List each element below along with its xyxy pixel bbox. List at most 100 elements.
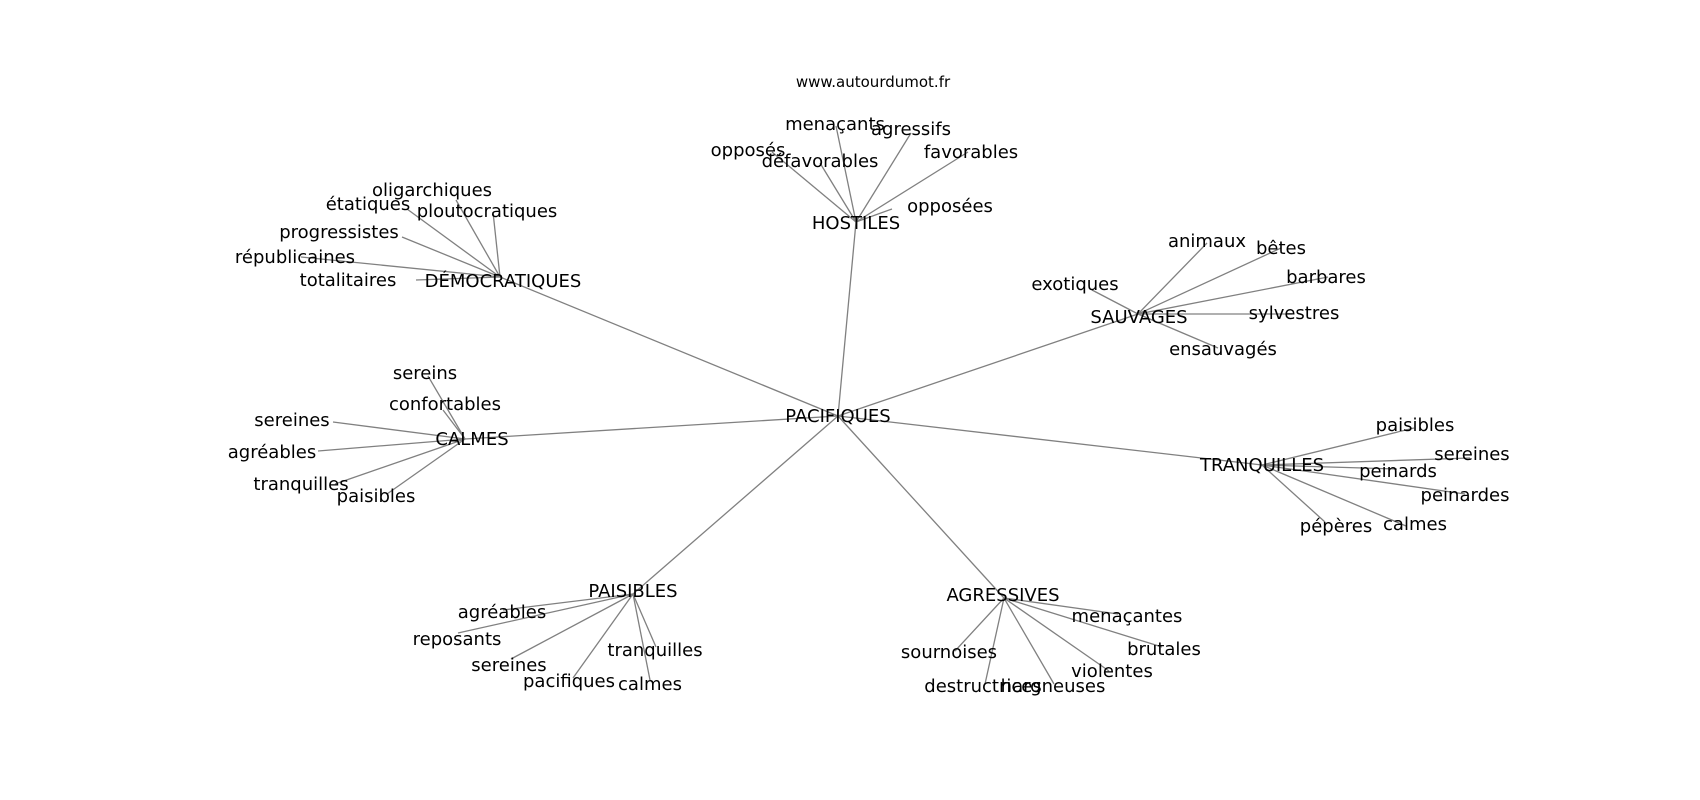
leaf-node-tranquilles-1: sereines bbox=[1434, 444, 1509, 465]
leaf-node-paisibles-1: reposants bbox=[413, 629, 502, 650]
hub-node-paisibles: PAISIBLES bbox=[588, 581, 677, 602]
edge-center-agressives bbox=[837, 415, 1005, 599]
leaf-node-sauvages-3: exotiques bbox=[1031, 274, 1118, 295]
edge-sauvages-2 bbox=[1137, 276, 1329, 315]
edge-agressives-5 bbox=[1003, 597, 1055, 685]
edge-democratiques-5 bbox=[415, 276, 501, 281]
edge-democratiques-0 bbox=[455, 199, 501, 278]
leaf-node-calmes-2: sereines bbox=[254, 410, 329, 431]
edge-sauvages-0 bbox=[1137, 242, 1208, 315]
leaf-node-tranquilles-2: peinards bbox=[1359, 461, 1437, 482]
edge-agressives-1 bbox=[1003, 597, 1163, 648]
edge-hostiles-0 bbox=[835, 125, 857, 223]
edge-center-tranquilles bbox=[837, 415, 1263, 466]
watermark: www.autourdumot.fr bbox=[796, 73, 951, 91]
hub-node-democratiques: DÉMOCRATIQUES bbox=[425, 270, 582, 292]
edge-paisibles-4 bbox=[632, 593, 657, 648]
edge-democratiques-2 bbox=[492, 211, 501, 278]
edge-tranquilles-0 bbox=[1261, 427, 1415, 466]
leaf-node-democratiques-5: totalitaires bbox=[300, 270, 397, 291]
edges bbox=[300, 125, 1471, 685]
edge-center-hostiles bbox=[837, 221, 857, 417]
edge-tranquilles-2 bbox=[1261, 464, 1398, 470]
labels: PACIFIQUES DÉMOCRATIQUES oligarchiquesétat… bbox=[228, 114, 1510, 697]
edge-democratiques-3 bbox=[401, 236, 501, 278]
leaf-node-hostiles-4: favorables bbox=[924, 142, 1018, 163]
edge-center-sauvages bbox=[837, 313, 1139, 417]
leaf-node-agressives-1: brutales bbox=[1127, 639, 1201, 660]
leaf-node-sauvages-1: bêtes bbox=[1256, 238, 1306, 259]
edge-sauvages-1 bbox=[1137, 247, 1282, 315]
edge-paisibles-3 bbox=[572, 593, 634, 679]
leaf-node-hostiles-3: défavorables bbox=[762, 151, 879, 172]
edge-center-calmes bbox=[464, 415, 839, 440]
hub-node-tranquilles: TRANQUILLES bbox=[1199, 455, 1324, 476]
edge-calmes-4 bbox=[334, 438, 466, 485]
leaf-node-hostiles-0: menaçants bbox=[785, 114, 885, 135]
leaf-node-democratiques-4: républicaines bbox=[235, 247, 355, 268]
leaf-node-paisibles-4: tranquilles bbox=[607, 640, 702, 661]
edge-paisibles-2 bbox=[510, 593, 634, 660]
leaf-node-hostiles-1: agressifs bbox=[871, 119, 951, 140]
leaf-node-democratiques-0: oligarchiques bbox=[372, 180, 492, 201]
hub-node-calmes: CALMES bbox=[435, 429, 508, 450]
leaf-node-paisibles-5: calmes bbox=[618, 674, 682, 695]
leaf-node-agressives-0: menaçantes bbox=[1072, 606, 1183, 627]
leaf-node-calmes-0: sereins bbox=[393, 363, 457, 384]
edge-center-paisibles bbox=[632, 415, 839, 595]
hub-node-agressives: AGRESSIVES bbox=[946, 585, 1059, 606]
leaf-node-paisibles-2: sereines bbox=[471, 655, 546, 676]
center-node-label: PACIFIQUES bbox=[785, 406, 890, 427]
edge-paisibles-5 bbox=[632, 593, 651, 681]
edge-hostiles-3 bbox=[819, 162, 857, 223]
edge-agressives-0 bbox=[1003, 597, 1119, 615]
edge-sauvages-5 bbox=[1137, 313, 1219, 349]
leaf-node-sauvages-0: animaux bbox=[1168, 231, 1246, 252]
edge-tranquilles-5 bbox=[1261, 464, 1407, 527]
edge-hostiles-1 bbox=[855, 132, 912, 223]
edge-agressives-4 bbox=[984, 597, 1005, 685]
hub-node-hostiles: HOSTILES bbox=[812, 213, 900, 234]
edge-tranquilles-1 bbox=[1261, 457, 1471, 466]
edge-center-democratiques bbox=[499, 276, 839, 417]
leaf-node-tranquilles-5: calmes bbox=[1383, 514, 1447, 535]
leaf-node-calmes-5: paisibles bbox=[337, 486, 416, 507]
leaf-node-calmes-4: tranquilles bbox=[253, 474, 348, 495]
leaf-node-paisibles-3: pacifiques bbox=[523, 671, 615, 692]
leaf-node-democratiques-1: étatiques bbox=[326, 194, 411, 215]
leaf-node-sauvages-4: sylvestres bbox=[1249, 303, 1340, 324]
edge-calmes-0 bbox=[427, 375, 466, 440]
leaf-node-agressives-5: hargneuses bbox=[1001, 676, 1106, 697]
leaf-node-calmes-3: agréables bbox=[228, 442, 316, 463]
edge-democratiques-4 bbox=[300, 256, 501, 278]
leaf-node-tranquilles-3: peinardes bbox=[1421, 485, 1510, 506]
edge-calmes-1 bbox=[442, 409, 466, 440]
hub-node-sauvages: SAUVAGES bbox=[1090, 307, 1187, 328]
leaf-node-paisibles-0: agréables bbox=[458, 602, 546, 623]
edge-agressives-3 bbox=[1003, 597, 1110, 672]
edge-calmes-2 bbox=[332, 421, 466, 440]
edge-sauvages-3 bbox=[1091, 289, 1139, 315]
edge-tranquilles-4 bbox=[1261, 464, 1326, 523]
leaf-node-agressives-2: sournoises bbox=[901, 642, 997, 663]
leaf-node-democratiques-3: progressistes bbox=[279, 222, 399, 243]
edge-paisibles-0 bbox=[502, 593, 634, 611]
leaf-node-sauvages-5: ensauvagés bbox=[1169, 339, 1277, 360]
leaf-node-hostiles-2: opposés bbox=[711, 140, 786, 161]
leaf-node-sauvages-2: barbares bbox=[1286, 267, 1366, 288]
leaf-node-agressives-4: destructrices bbox=[924, 676, 1041, 697]
leaf-node-hostiles-5: opposées bbox=[907, 196, 993, 217]
edge-hostiles-4 bbox=[855, 151, 969, 223]
edge-paisibles-1 bbox=[457, 593, 634, 634]
leaf-node-tranquilles-0: paisibles bbox=[1376, 415, 1455, 436]
edge-tranquilles-3 bbox=[1261, 464, 1466, 495]
leaf-node-agressives-3: violentes bbox=[1071, 661, 1153, 682]
leaf-node-calmes-1: confortables bbox=[389, 394, 501, 415]
edge-democratiques-1 bbox=[406, 208, 501, 278]
edge-hostiles-5 bbox=[855, 208, 893, 223]
edge-calmes-3 bbox=[317, 438, 466, 452]
edge-calmes-5 bbox=[386, 438, 466, 495]
edge-hostiles-2 bbox=[771, 151, 857, 223]
leaf-node-democratiques-2: ploutocratiques bbox=[417, 201, 558, 222]
leaf-node-tranquilles-4: pépères bbox=[1300, 516, 1372, 537]
